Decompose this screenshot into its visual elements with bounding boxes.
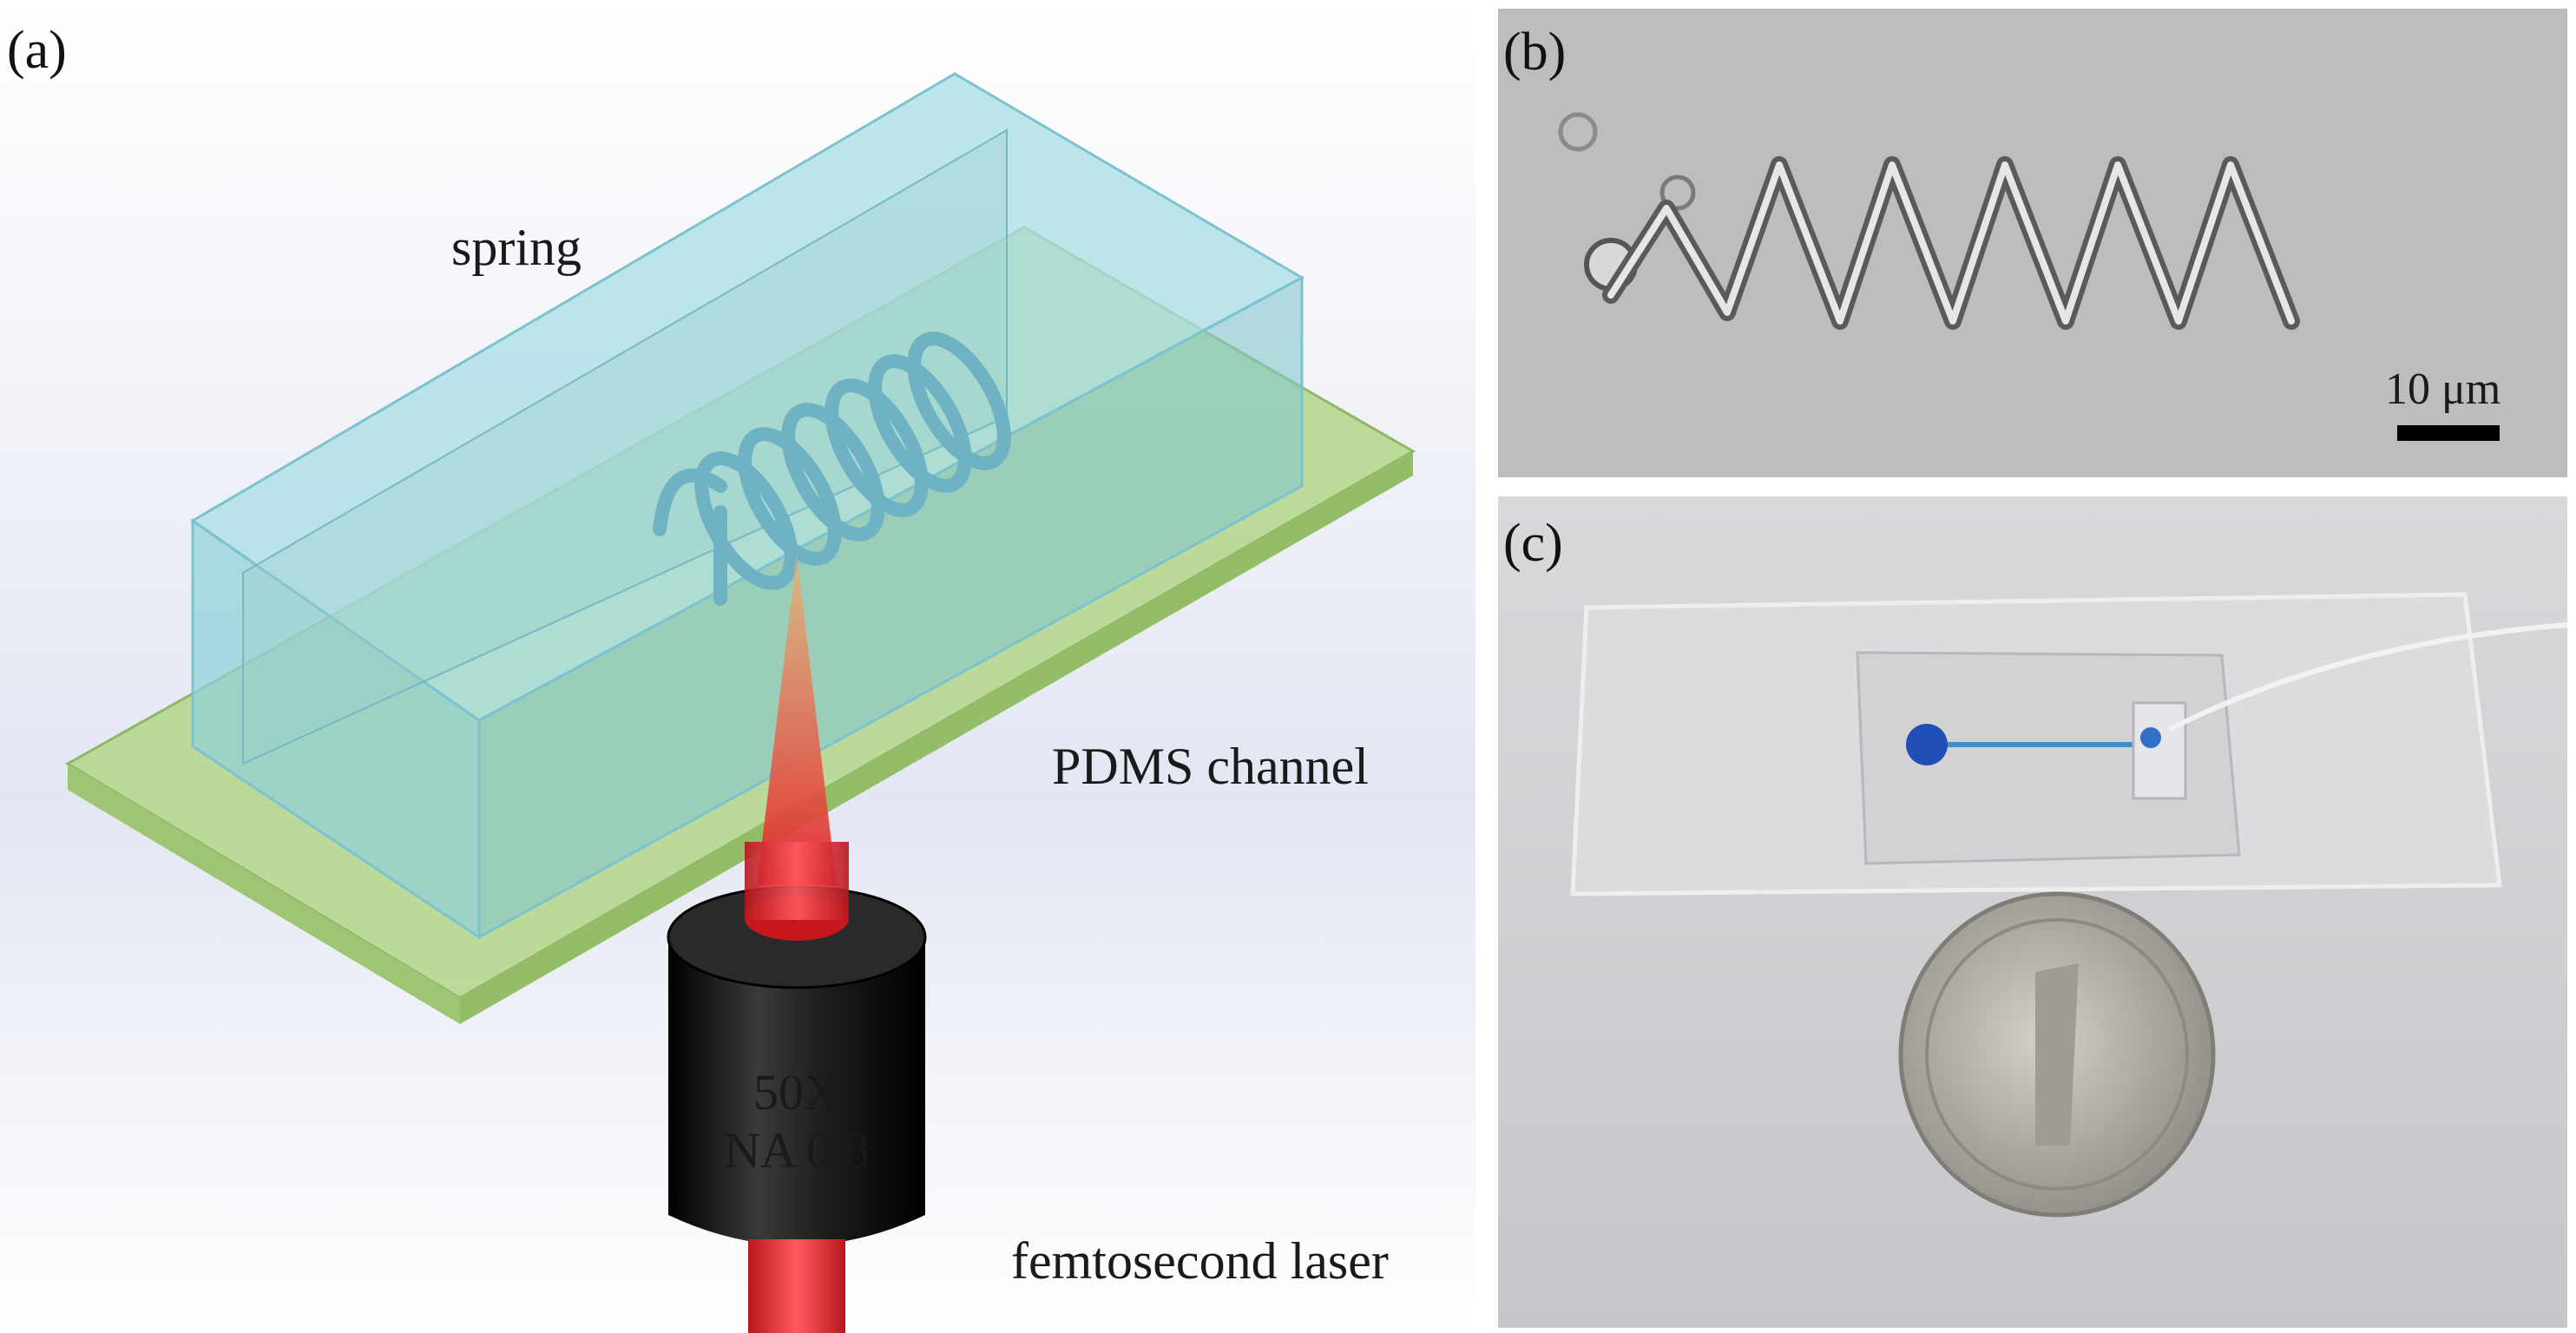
objective-label-na: NA 0.8 <box>724 1122 870 1179</box>
pdms-channel-label: PDMS channel <box>1052 738 1369 795</box>
objective-label-magnification: 50X <box>753 1064 840 1120</box>
particle <box>1558 112 1598 152</box>
dye-reservoir <box>1906 724 1948 765</box>
outlet-dye <box>2140 727 2161 748</box>
coin-numeral-shape <box>2035 963 2079 1146</box>
panel-a: 50X NA 0.8 spring PDMS channel femtoseco… <box>0 0 1475 1333</box>
laser-beam <box>748 1239 845 1333</box>
micro-spring-highlight <box>1607 161 2295 325</box>
coin-rim <box>1925 918 2189 1191</box>
spring-label: spring <box>451 219 582 276</box>
femtosecond-laser-label: femtosecond laser <box>1011 1232 1389 1290</box>
spring-structure <box>653 332 1011 606</box>
panel-b-label: (b) <box>1503 23 1566 82</box>
objective-lens: 50X NA 0.8 <box>667 842 927 1245</box>
scale-bar-label: 10 μm <box>2385 364 2500 414</box>
scale-bar <box>2397 425 2500 441</box>
panel-a-label: (a) <box>7 21 67 80</box>
particle <box>1659 174 1696 211</box>
panel-c: (c) <box>1498 496 2568 1328</box>
outlet-port <box>2132 701 2187 800</box>
panel-c-label: (c) <box>1503 514 1563 573</box>
glass-slide-edge-front <box>460 451 1413 1024</box>
pdms-channel-block <box>190 72 1305 940</box>
panel-b: 10 μm (b) <box>1498 9 2567 477</box>
laser-focus-cone <box>757 555 837 885</box>
glass-slide-edge <box>68 764 460 1024</box>
tubing <box>2168 622 2568 732</box>
